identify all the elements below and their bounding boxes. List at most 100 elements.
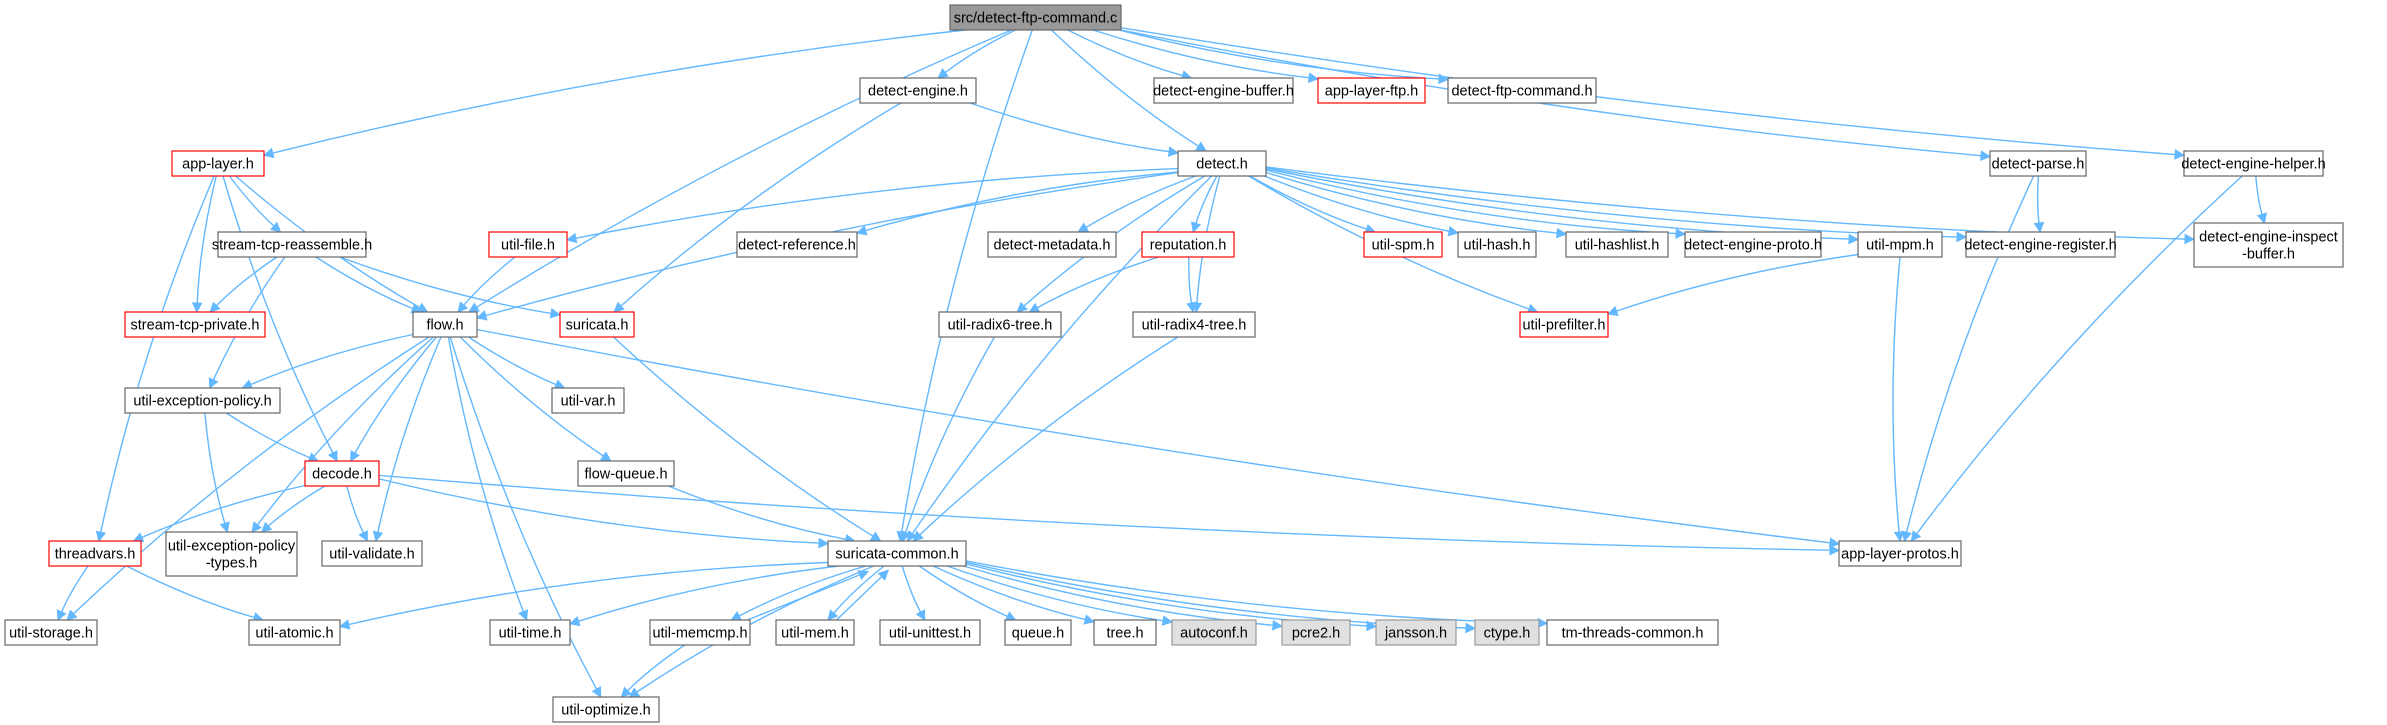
edge-root-to-common bbox=[896, 29, 1033, 543]
node-label: util-hash.h bbox=[1464, 238, 1531, 254]
node-unittest[interactable]: util-unittest.h bbox=[879, 619, 981, 646]
node-box bbox=[1153, 77, 1294, 104]
node-radix6[interactable]: util-radix6-tree.h bbox=[938, 311, 1062, 338]
edge-streamreasm-to-streamprivate bbox=[209, 256, 278, 313]
node-exception[interactable]: util-exception-policy.h bbox=[124, 387, 281, 414]
node-dehelper[interactable]: detect-engine-helper.h bbox=[2181, 150, 2326, 177]
node-detref[interactable]: detect-reference.h bbox=[736, 231, 858, 258]
node-detectparse[interactable]: detect-parse.h bbox=[1989, 150, 2087, 177]
node-deproto[interactable]: detect-engine-proto.h bbox=[1684, 231, 1822, 258]
node-autoconf[interactable]: autoconf.h bbox=[1171, 619, 1257, 646]
node-radix4[interactable]: util-radix4-tree.h bbox=[1132, 311, 1256, 338]
node-utilhashlist[interactable]: util-hashlist.h bbox=[1565, 231, 1669, 258]
node-queue[interactable]: queue.h bbox=[1004, 619, 1072, 646]
node-streamprivate[interactable]: stream-tcp-private.h bbox=[124, 311, 266, 338]
node-box bbox=[1171, 619, 1257, 646]
node-validate[interactable]: util-validate.h bbox=[321, 540, 423, 567]
node-box bbox=[1546, 619, 1719, 646]
node-label: util-mpm.h bbox=[1866, 238, 1934, 254]
edge-detect-to-deproto bbox=[1265, 169, 1687, 239]
node-box bbox=[551, 387, 625, 414]
node-label: util-unittest.h bbox=[889, 626, 971, 642]
node-box bbox=[124, 311, 266, 338]
edge-applayer-to-streamreasm bbox=[228, 175, 282, 233]
node-label: util-radix6-tree.h bbox=[948, 318, 1053, 334]
node-box bbox=[124, 387, 281, 414]
edge-applayer-to-streamprivate bbox=[191, 175, 217, 314]
node-prefilter[interactable]: util-prefilter.h bbox=[1519, 311, 1609, 338]
edge-decode-to-common bbox=[378, 478, 830, 549]
edge-suricata-to-common bbox=[612, 336, 882, 542]
node-jansson[interactable]: jansson.h bbox=[1375, 619, 1457, 646]
node-reputation[interactable]: reputation.h bbox=[1141, 231, 1235, 258]
node-label: util-time.h bbox=[499, 626, 562, 642]
node-label: detect-metadata.h bbox=[994, 238, 1111, 254]
node-streamreasm[interactable]: stream-tcp-reassemble.h bbox=[212, 231, 372, 258]
node-label: util-mem.h bbox=[781, 626, 849, 642]
node-suricata[interactable]: suricata.h bbox=[559, 311, 635, 338]
edge-utilmpm-to-protos bbox=[1892, 256, 1905, 543]
node-exctypes[interactable]: util-exception-policy-types.h bbox=[165, 531, 298, 577]
node-label: detect-ftp-command.h bbox=[1451, 84, 1592, 100]
edge-root-to-dehelper bbox=[1120, 27, 2186, 160]
node-detectengine[interactable]: detect-engine.h bbox=[859, 77, 977, 104]
node-label: autoconf.h bbox=[1180, 626, 1248, 642]
node-box bbox=[1565, 231, 1669, 258]
node-box bbox=[559, 311, 635, 338]
node-deinspect[interactable]: detect-engine-inspect-buffer.h bbox=[2193, 222, 2344, 268]
node-box bbox=[1375, 619, 1457, 646]
edge-flow-to-validate bbox=[372, 336, 442, 543]
edge-utilfile-to-flow bbox=[457, 256, 516, 313]
edge-flow-to-protos bbox=[476, 328, 1841, 549]
node-protos[interactable]: app-layer-protos.h bbox=[1838, 540, 1962, 567]
node-tree[interactable]: tree.h bbox=[1093, 619, 1157, 646]
node-box bbox=[165, 531, 298, 577]
node-applayerftp[interactable]: app-layer-ftp.h bbox=[1317, 77, 1426, 104]
edge-flowqueue-to-common bbox=[668, 485, 856, 545]
node-box bbox=[775, 619, 855, 646]
node-box bbox=[1177, 150, 1267, 177]
node-box bbox=[1281, 619, 1351, 646]
node-deregister[interactable]: detect-engine-register.h bbox=[1964, 231, 2117, 258]
node-tmthreads[interactable]: tm-threads-common.h bbox=[1546, 619, 1719, 646]
node-box bbox=[1093, 619, 1157, 646]
node-label: ctype.h bbox=[1484, 626, 1531, 642]
edge-root-to-detectengine bbox=[937, 29, 1016, 79]
node-utilmpm[interactable]: util-mpm.h bbox=[1857, 231, 1943, 258]
node-label: detect-engine-inspect bbox=[2199, 230, 2338, 246]
node-utiltime[interactable]: util-time.h bbox=[489, 619, 571, 646]
node-box bbox=[2193, 222, 2344, 268]
node-deteng-buffer[interactable]: detect-engine-buffer.h bbox=[1153, 77, 1294, 104]
node-optimize[interactable]: util-optimize.h bbox=[552, 696, 660, 723]
node-applayer[interactable]: app-layer.h bbox=[171, 150, 265, 177]
node-box bbox=[1857, 231, 1943, 258]
node-box bbox=[736, 231, 858, 258]
node-flowqueue[interactable]: flow-queue.h bbox=[577, 460, 675, 487]
node-utilfile[interactable]: util-file.h bbox=[488, 231, 568, 258]
node-utilspm[interactable]: util-spm.h bbox=[1363, 231, 1443, 258]
edge-flow-to-utilvar bbox=[468, 336, 566, 390]
node-memcmp[interactable]: util-memcmp.h bbox=[649, 619, 751, 646]
node-utilvar[interactable]: util-var.h bbox=[551, 387, 625, 414]
node-root[interactable]: src/detect-ftp-command.c bbox=[949, 4, 1122, 31]
node-flow[interactable]: flow.h bbox=[412, 311, 478, 338]
node-dftpcmd-h[interactable]: detect-ftp-command.h bbox=[1447, 77, 1597, 104]
node-detect[interactable]: detect.h bbox=[1177, 150, 1267, 177]
node-common[interactable]: suricata-common.h bbox=[827, 540, 967, 567]
node-mem[interactable]: util-mem.h bbox=[775, 619, 855, 646]
node-storage[interactable]: util-storage.h bbox=[4, 619, 98, 646]
node-box bbox=[2183, 150, 2324, 177]
node-label: util-optimize.h bbox=[561, 703, 650, 719]
edge-decode-to-exctypes bbox=[260, 485, 326, 533]
node-box bbox=[552, 696, 660, 723]
node-ctype[interactable]: ctype.h bbox=[1474, 619, 1540, 646]
node-atomic[interactable]: util-atomic.h bbox=[248, 619, 341, 646]
node-decode[interactable]: decode.h bbox=[304, 460, 380, 487]
node-utilhash[interactable]: util-hash.h bbox=[1457, 231, 1537, 258]
node-detmeta[interactable]: detect-metadata.h bbox=[987, 231, 1117, 258]
edge-reputation-to-radix4 bbox=[1186, 256, 1197, 314]
node-label: detect-parse.h bbox=[1992, 157, 2085, 173]
node-pcre2[interactable]: pcre2.h bbox=[1281, 619, 1351, 646]
node-threadvars[interactable]: threadvars.h bbox=[48, 540, 142, 567]
node-label: -buffer.h bbox=[2242, 247, 2295, 263]
